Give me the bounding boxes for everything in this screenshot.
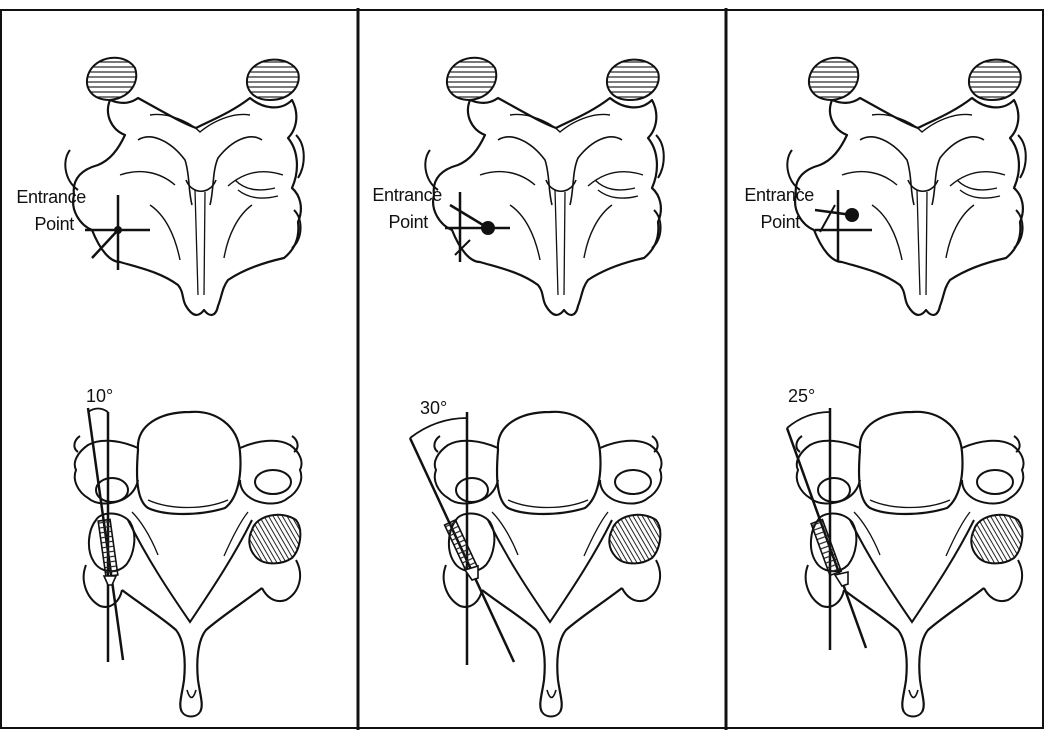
entrance-label-1: Entrance bbox=[6, 187, 86, 207]
entrance-label-2: Entrance bbox=[360, 185, 442, 205]
entrance-point-marker-2 bbox=[445, 192, 510, 262]
angle-label-2: 30° bbox=[420, 398, 447, 419]
entrance-point-marker-3 bbox=[815, 190, 872, 262]
angle-label-3: 25° bbox=[788, 386, 815, 407]
angle-label-1: 10° bbox=[86, 386, 113, 407]
entrance-label-3: Entrance bbox=[730, 185, 814, 205]
posterior-vertebra-view-2 bbox=[425, 58, 663, 315]
point-label-2: Point bbox=[360, 212, 428, 232]
point-label-3: Point bbox=[730, 212, 800, 232]
panel-2 bbox=[410, 58, 664, 717]
panel-3 bbox=[787, 58, 1026, 717]
posterior-vertebra-view-1 bbox=[65, 58, 303, 315]
entrance-point-marker-1 bbox=[85, 195, 150, 270]
point-label-1: Point bbox=[6, 214, 74, 234]
posterior-vertebra-view-3 bbox=[787, 58, 1025, 315]
